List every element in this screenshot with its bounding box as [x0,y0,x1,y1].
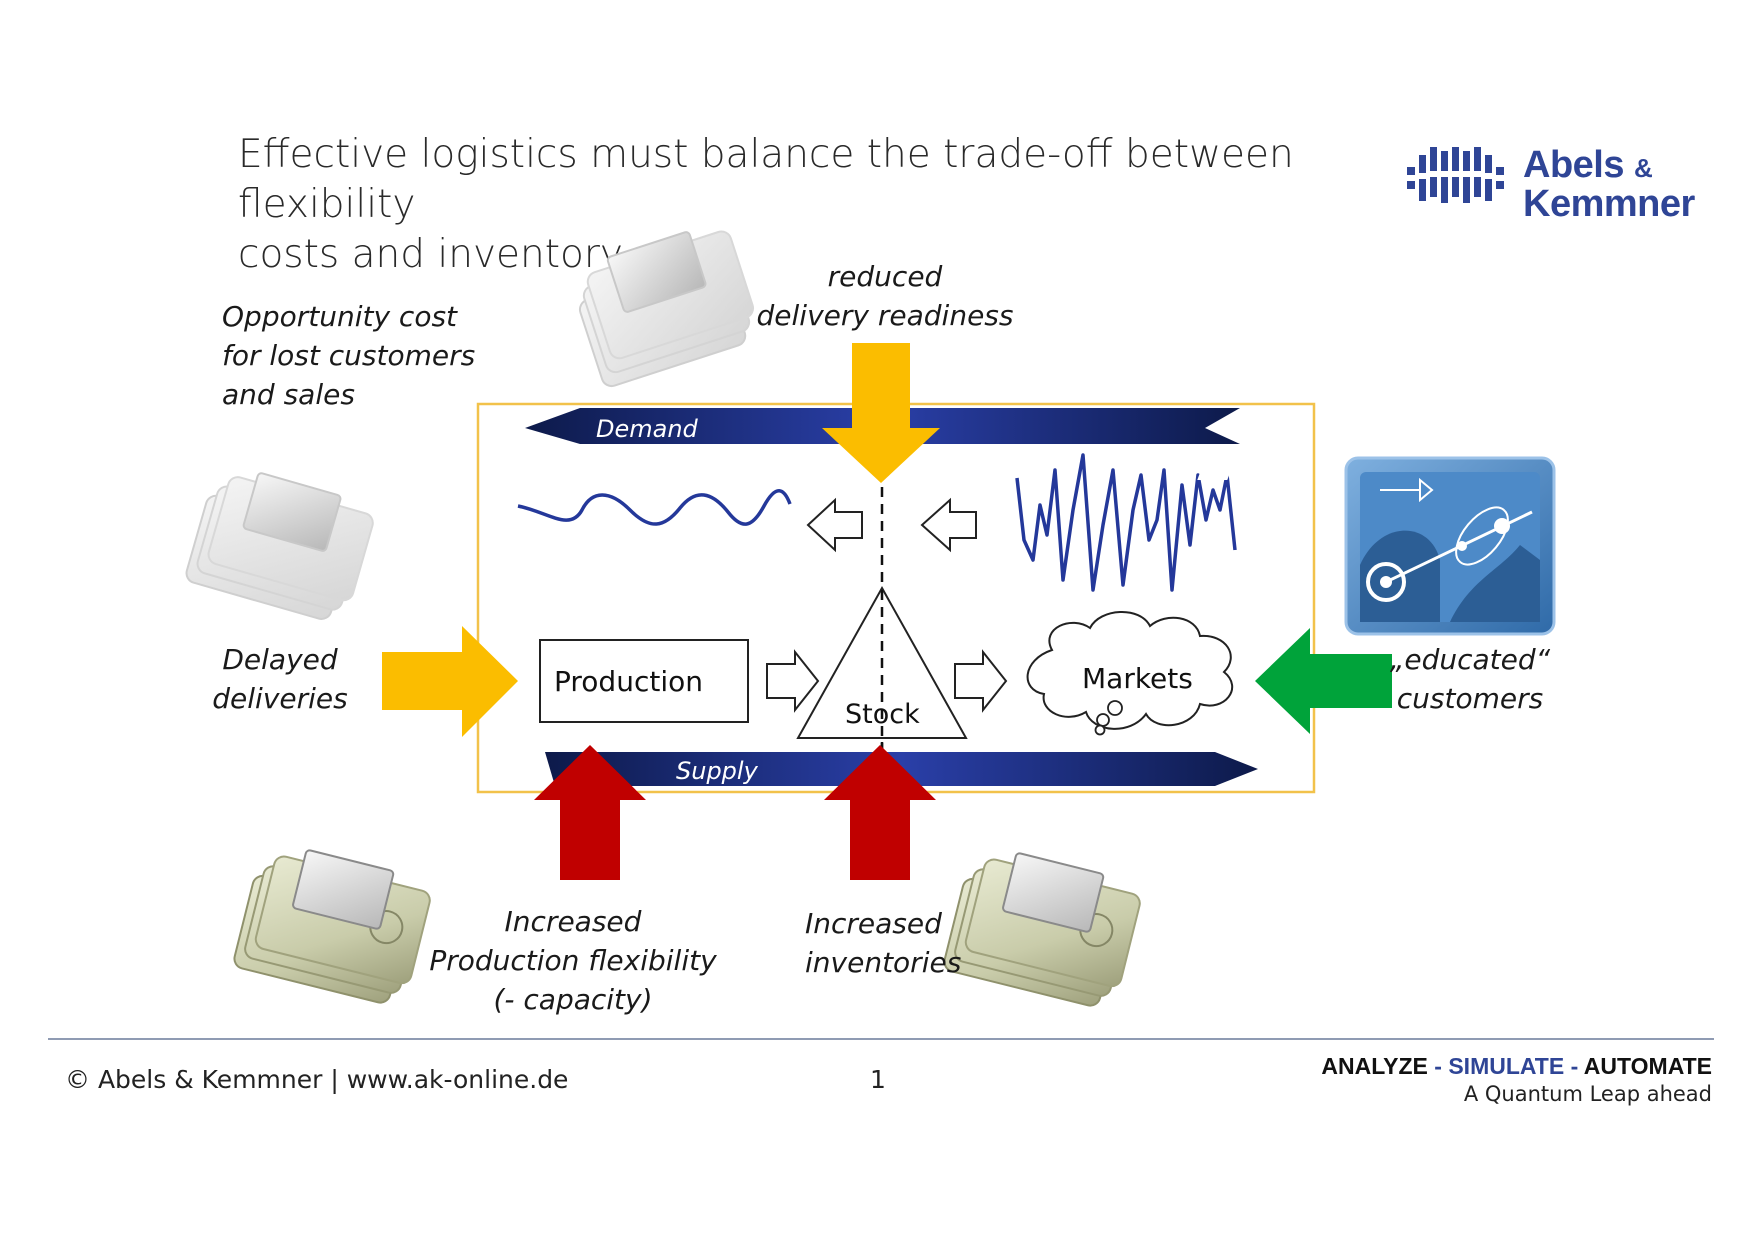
tagline-sub: A Quantum Leap ahead [1463,1082,1712,1106]
educated-customers-label: „educated“ customers [1389,643,1551,715]
production-label: Production [554,665,703,698]
markets-label: Markets [1082,662,1193,695]
customer-education-icon [1197,456,1556,636]
delayed-deliveries-label: Delayed deliveries [212,643,348,715]
inventory-arrow-icon [824,745,936,880]
delayed-deliveries-arrow-icon [382,626,518,737]
money-stack-icon [233,849,431,1004]
hollow-arrow-right-1-icon [766,649,820,713]
demand-label: Demand [596,415,699,443]
logo-name-1: Abels [1523,144,1624,186]
logo-wordmark: Abels & Kemmner [1523,144,1695,225]
money-stack-icon [185,472,374,620]
reduced-readiness-arrow-icon [822,343,940,483]
footer-tagline: ANALYZE - SIMULATE - AUTOMATE A Quantum … [1321,1053,1712,1106]
production-flex-arrow-icon [534,745,646,880]
tagline-simulate: SIMULATE [1448,1053,1565,1079]
company-logo: Abels & Kemmner [1405,145,1715,230]
increased-inventories-label: Increased inventories [805,907,962,979]
educated-customers-arrow-icon [1255,628,1392,734]
volatile-demand-wave [1015,453,1237,592]
supply-label: Supply [676,757,759,785]
logo-name-2: Kemmner [1523,183,1695,225]
production-flexibility-label: Increased Production flexibility (- capa… [429,905,717,1016]
money-stack-icon [578,230,755,388]
hollow-arrow-right-2-icon [954,649,1008,713]
hollow-arrow-left-1-icon [806,497,863,553]
reduced-readiness-label: reduced delivery readiness [756,260,1014,332]
stock-label: Stock [845,699,920,730]
money-stack-icon [943,852,1141,1007]
tagline-analyze: ANALYZE [1321,1053,1428,1079]
tagline-automate: AUTOMATE [1583,1053,1712,1079]
smooth-demand-wave [517,489,792,526]
footer-divider [48,1038,1714,1040]
production-box [539,639,749,723]
logo-mark-icon [1407,147,1504,203]
hollow-arrow-left-2-icon [920,497,977,553]
title-line-1: Effective logistics must balance the tra… [238,132,1294,227]
copyright-text: © Abels & Kemmner | www.ak-online.de [65,1065,569,1094]
page-number: 1 [870,1065,886,1094]
markets-cloud [1026,611,1234,730]
logo-ampersand: & [1634,153,1653,183]
opportunity-cost-label: Opportunity cost for lost customers and … [222,300,476,411]
